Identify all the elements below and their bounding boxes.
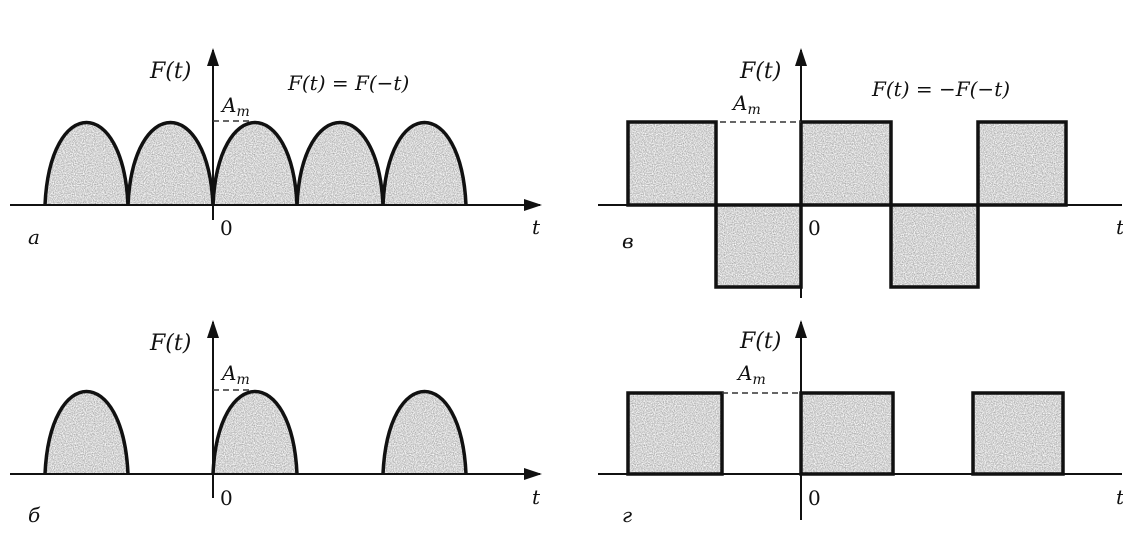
panel-label: г — [622, 503, 632, 527]
panel-v: F(t) F(t) = −F(−t) Am 0 t в — [598, 48, 1123, 298]
panel-label: а — [28, 225, 40, 249]
formula: F(t) = −F(−t) — [871, 77, 1010, 101]
arches-b — [43, 389, 468, 475]
amplitude-label: Am — [220, 361, 250, 388]
y-axis-label: F(t) — [739, 59, 781, 84]
panel-b: F(t) Am 0 t б — [10, 320, 542, 527]
arches-a — [43, 120, 468, 206]
y-axis-label: F(t) — [149, 331, 191, 356]
origin-label: 0 — [808, 486, 821, 510]
amplitude-label: Am — [731, 91, 761, 118]
x-axis-label: t — [532, 485, 541, 509]
formula: F(t) = F(−t) — [287, 71, 409, 95]
panel-g: F(t) Am 0 t г — [598, 320, 1123, 527]
panel-a: F(t) F(t) = F(−t) Am 0 t а — [10, 48, 542, 249]
panel-label: в — [622, 229, 634, 253]
x-axis-label: t — [532, 215, 541, 239]
amplitude-label: Am — [736, 361, 766, 388]
x-axis-label: t — [1116, 485, 1123, 509]
origin-label: 0 — [220, 486, 233, 510]
y-axis-label: F(t) — [739, 329, 781, 354]
amplitude-label: Am — [220, 93, 250, 120]
origin-label: 0 — [220, 216, 233, 240]
y-axis-label: F(t) — [149, 59, 191, 84]
panel-label: б — [28, 503, 41, 527]
origin-label: 0 — [808, 216, 821, 240]
x-axis-label: t — [1116, 215, 1123, 239]
